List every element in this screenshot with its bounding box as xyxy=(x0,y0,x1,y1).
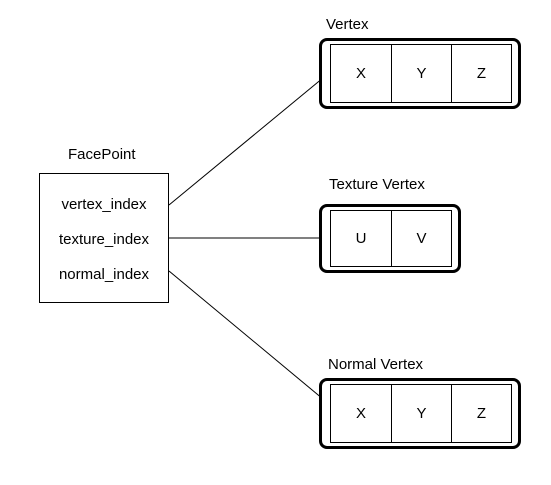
texture-vertex-title: Texture Vertex xyxy=(329,176,425,193)
facepoint-title: FacePoint xyxy=(68,146,136,163)
field-normal-index: normal_index xyxy=(58,266,150,283)
field-vertex-index: vertex_index xyxy=(61,196,147,213)
normal-cell-x: X xyxy=(355,405,366,422)
vertex-cell-x: X xyxy=(355,65,366,82)
texture-vertex-table: U V xyxy=(319,204,461,273)
texture-cell-u: U xyxy=(355,230,367,247)
normal-vertex-table: X Y Z xyxy=(319,378,521,449)
field-texture-index: texture_index xyxy=(58,231,150,248)
texture-vertex-cells: U V xyxy=(330,210,452,267)
normal-cell-y: Y xyxy=(391,385,451,442)
texture-cell-v: V xyxy=(391,211,451,266)
vertex-table: X Y Z xyxy=(319,38,521,109)
facepoint-box: vertex_index texture_index normal_index xyxy=(39,173,169,303)
vertex-title: Vertex xyxy=(326,16,369,33)
arrow-vertex-index-to-vertex xyxy=(168,72,330,206)
normal-vertex-cells: X Y Z xyxy=(330,384,512,443)
arrow-normal-index-to-normal-vertex xyxy=(168,270,330,405)
normal-vertex-title: Normal Vertex xyxy=(328,356,424,373)
vertex-cell-y: Y xyxy=(391,45,451,102)
vertex-cell-z: Z xyxy=(451,45,511,102)
normal-cell-z: Z xyxy=(451,385,511,442)
vertex-cells: X Y Z xyxy=(330,44,512,103)
